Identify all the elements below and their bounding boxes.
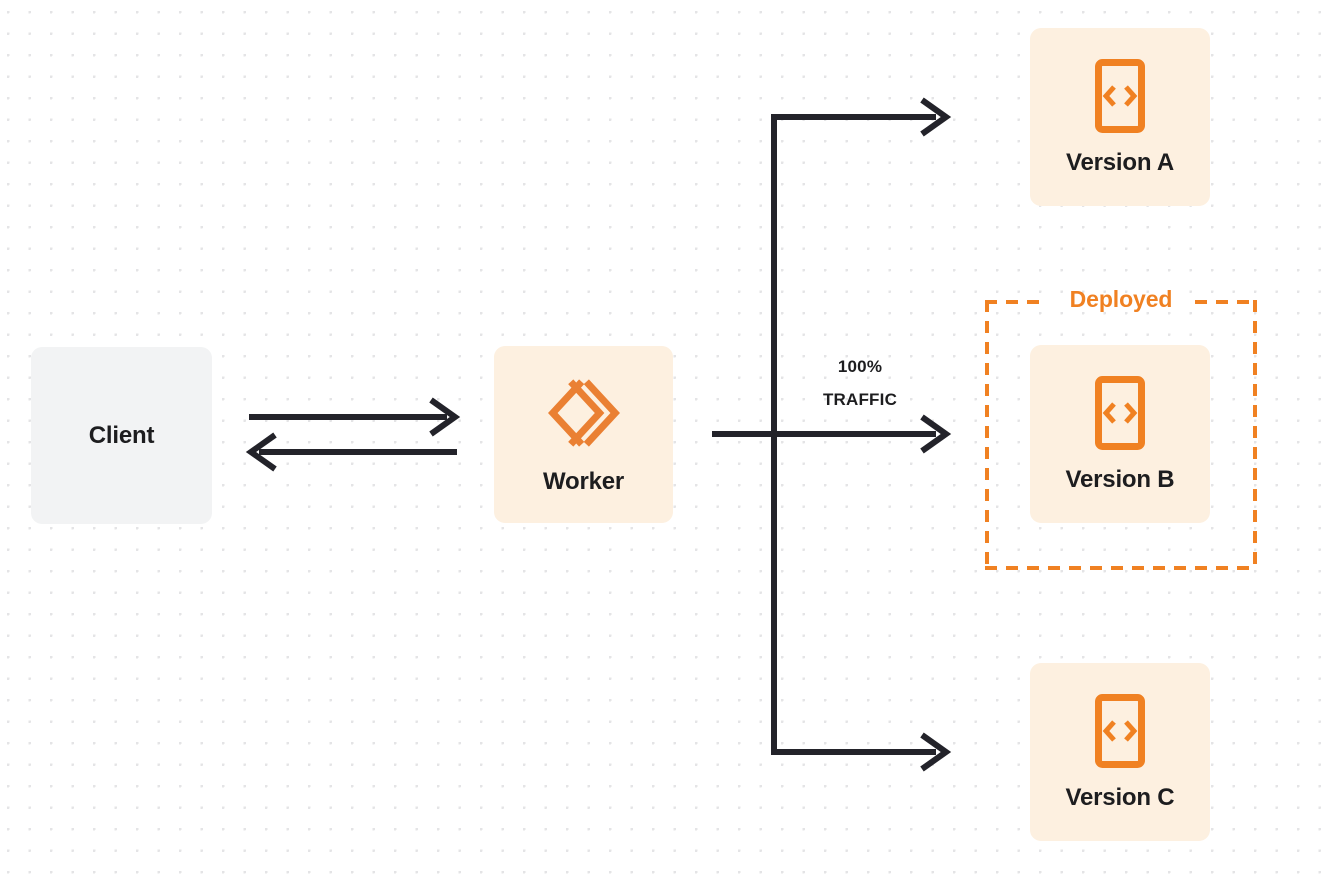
node-version-a[interactable]: Version A (1030, 28, 1210, 206)
version-c-label: Version C (1065, 784, 1175, 811)
cloudflare-workers-logo-icon (547, 378, 620, 447)
deployed-border-top-left (985, 300, 1045, 304)
edge-worker-to-client (245, 432, 457, 472)
traffic-label: 100% TRAFFIC (790, 350, 930, 416)
node-version-c[interactable]: Version C (1030, 663, 1210, 841)
node-worker[interactable]: Worker (494, 346, 673, 523)
deployed-border-left (985, 300, 989, 570)
edge-worker-to-version-b (712, 414, 952, 454)
edge-worker-to-version-a (771, 97, 952, 137)
traffic-caption: TRAFFIC (822, 390, 898, 410)
node-version-b[interactable]: Version B (1030, 345, 1210, 523)
deployed-border-right (1253, 300, 1257, 570)
worker-label: Worker (542, 467, 625, 495)
client-label: Client (88, 421, 155, 449)
edge-client-to-worker (249, 397, 461, 437)
deployed-border-top-right (1195, 300, 1257, 304)
code-file-icon (1095, 59, 1145, 133)
code-file-icon (1095, 376, 1145, 450)
traffic-percent: 100% (837, 357, 883, 376)
version-b-label: Version B (1065, 466, 1175, 493)
version-a-label: Version A (1065, 149, 1175, 176)
code-file-icon (1095, 694, 1145, 768)
node-client[interactable]: Client (31, 347, 212, 524)
edge-worker-to-version-c (771, 732, 952, 772)
deployed-label: Deployed (1069, 286, 1173, 313)
deployed-group: Deployed (985, 288, 1257, 570)
deployed-border-bottom (985, 566, 1257, 570)
